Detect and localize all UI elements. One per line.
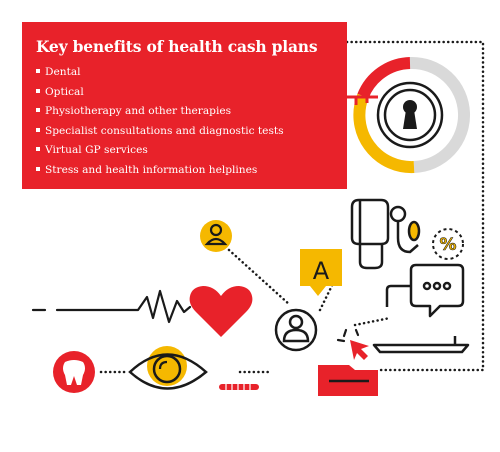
percent-symbol: %	[439, 235, 456, 255]
list-item: Optical	[36, 83, 333, 103]
list-item: Stress and health information helplines	[36, 161, 333, 181]
benefits-title: Key benefits of health cash plans	[36, 37, 318, 56]
percent-icon: %	[432, 228, 464, 260]
bullet-icon	[36, 108, 40, 113]
tooth-icon	[53, 351, 95, 393]
envelope-icon	[318, 365, 378, 396]
heartbeat-icon	[31, 289, 192, 324]
list-item: Specialist consultations and diagnostic …	[36, 122, 333, 142]
speech-bubble-letter: A	[313, 257, 330, 285]
list-item: Virtual GP services	[36, 141, 333, 161]
blood-pressure-monitor-icon	[350, 198, 421, 270]
keyhole-lock-icon	[353, 56, 470, 174]
cursor-click-icon	[336, 328, 369, 360]
benefits-list: Dental Optical Physiotherapy and other t…	[36, 63, 333, 181]
list-item: Dental	[36, 63, 333, 83]
heart-icon	[189, 286, 253, 337]
person-icon	[200, 220, 232, 252]
thermometer-icon	[219, 384, 259, 390]
bullet-icon	[36, 69, 40, 73]
user-icon	[274, 308, 318, 352]
laptop-chat-icon	[372, 263, 470, 354]
list-item: Physiotherapy and other therapies	[36, 102, 333, 122]
benefits-panel: Key benefits of health cash plans Dental…	[22, 22, 347, 189]
speech-bubble-icon: A	[300, 249, 342, 296]
eye-icon	[128, 346, 208, 390]
bullet-icon	[36, 88, 40, 93]
bullet-icon	[36, 127, 40, 132]
bullet-icon	[36, 147, 40, 152]
bullet-icon	[36, 166, 40, 171]
